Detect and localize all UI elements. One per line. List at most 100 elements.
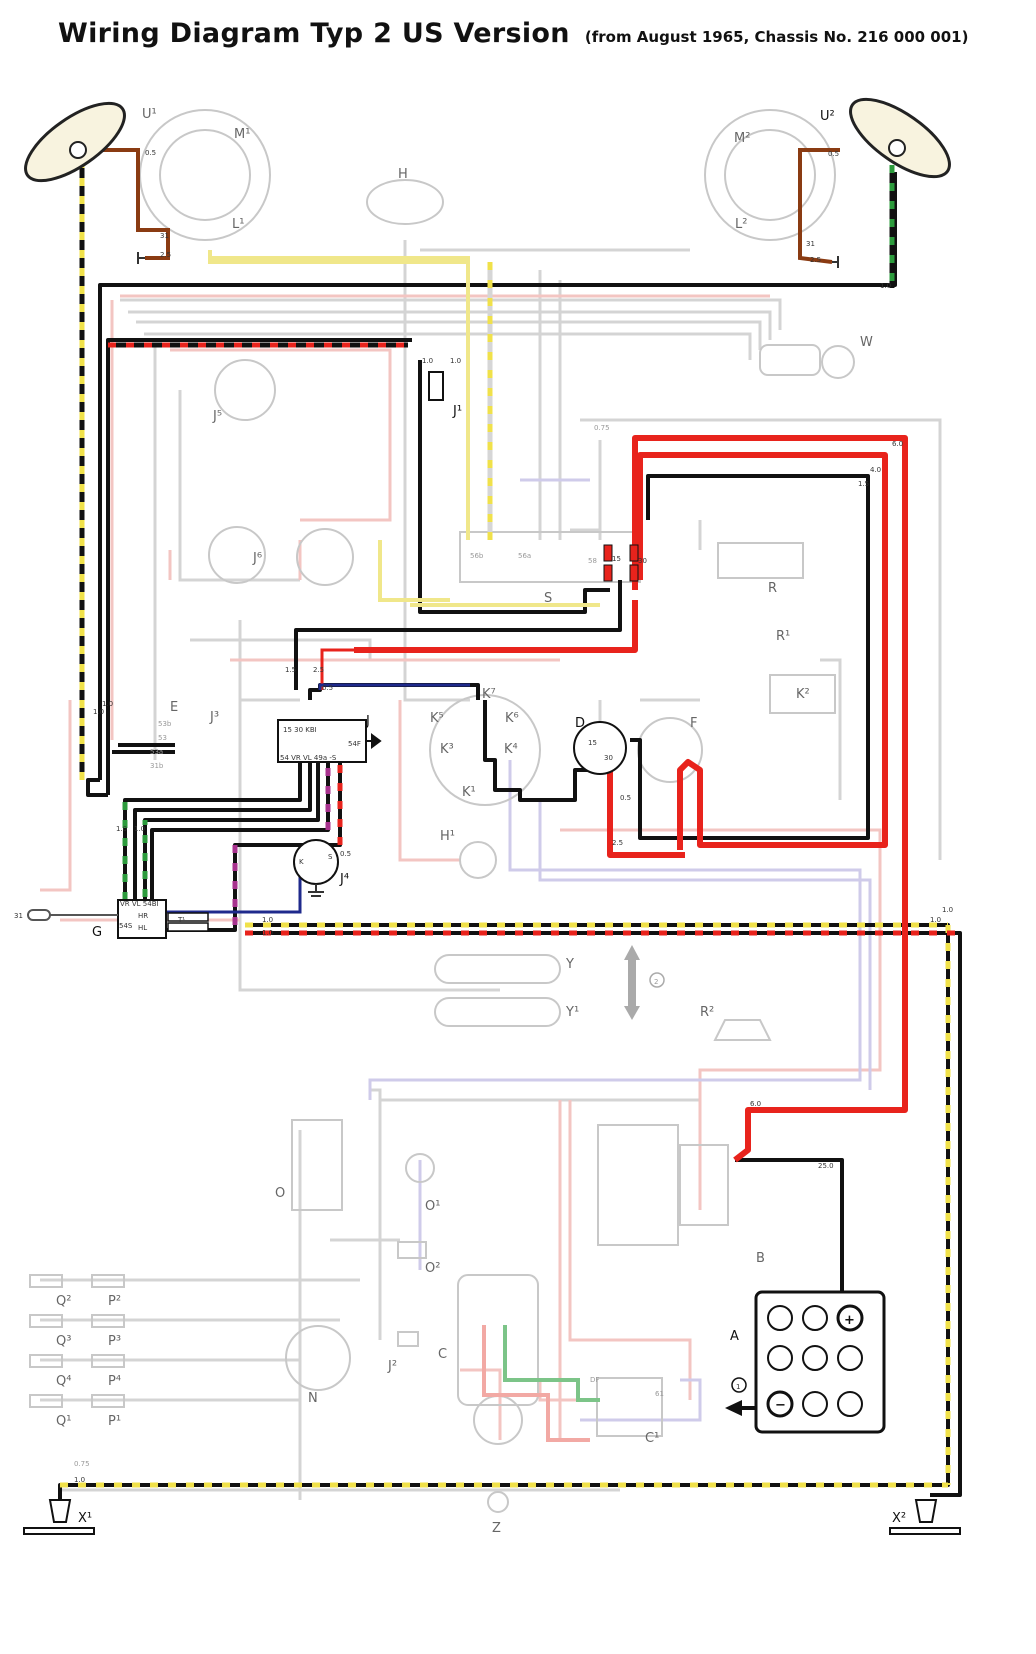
gauge-j1-a: 1.0 — [422, 357, 433, 365]
label-k4: K⁴ — [504, 742, 518, 757]
gauge-j-15: 1.5 — [285, 666, 296, 674]
gauge-g-10a: 1.0 — [116, 825, 127, 833]
label-k7: K⁷ — [482, 687, 496, 702]
gauge-left-10b: 1.0 — [93, 708, 104, 716]
gauge-x1-10: 1.0 — [74, 1476, 85, 1484]
gauge-red-40: 4.0 — [870, 466, 881, 474]
label-o2: O² — [425, 1261, 440, 1276]
oil-switch-j1 — [428, 371, 444, 401]
battery-a: + − — [754, 1290, 886, 1434]
j4-terminal-k: K — [299, 858, 304, 866]
label-p1: P¹ — [108, 1414, 121, 1429]
gauge-rear-10b: 1.0 — [930, 916, 941, 924]
label-r: R — [768, 581, 777, 596]
circle-mark-1: 1 — [736, 1383, 740, 1391]
label-p2: P² — [108, 1294, 121, 1309]
g-terminal-hr: HR — [138, 912, 148, 920]
label-n: N — [308, 1391, 318, 1406]
label-y: Y — [565, 957, 574, 972]
g-terminal-54s: 54S — [119, 922, 133, 930]
gauge-g-rear-10a: 1.0 — [262, 916, 273, 924]
c1-terminal-df: DF — [590, 1376, 599, 1384]
label-b: B — [756, 1251, 765, 1266]
label-r2: R² — [700, 1005, 714, 1020]
svg-text:+: + — [844, 1313, 855, 1328]
label-f: F — [690, 716, 697, 731]
switch-g — [27, 899, 209, 939]
gauge-j-25: 2.5 — [313, 666, 324, 674]
c1-terminal-61: 61 — [655, 1390, 664, 1398]
e-terminal-31b: 31b — [150, 762, 164, 770]
component-labels: U¹ U² M¹ M² L¹ L² H W J¹ J⁵ J⁶ S R R¹ K²… — [56, 107, 906, 1536]
label-d: D — [575, 716, 585, 731]
label-m2: M² — [734, 131, 750, 146]
rear-lamp-x2 — [889, 1499, 961, 1535]
blue-wires — [165, 683, 470, 914]
faded-components — [29, 109, 855, 1513]
label-x1: X¹ — [78, 1511, 92, 1526]
label-c1: C¹ — [645, 1431, 659, 1446]
diagram-title: Wiring Diagram Typ 2 US Version (from Au… — [58, 18, 968, 49]
faded-wiring — [40, 240, 942, 1500]
svg-text:−: − — [775, 1398, 786, 1413]
gauge-g-10b: 1.0 — [134, 825, 145, 833]
label-k6: K⁶ — [505, 711, 519, 726]
label-j2: J² — [387, 1359, 397, 1374]
label-k5: K⁵ — [430, 711, 444, 726]
gauge-b-60: 6.0 — [750, 1100, 761, 1108]
e-terminal-53: 53 — [158, 734, 167, 742]
label-r1: R¹ — [776, 629, 790, 644]
label-k1: K¹ — [462, 785, 476, 800]
ground-symbols — [137, 252, 839, 897]
j4-terminal-s: S — [328, 853, 333, 861]
wire-gauge-labels: 0.5 0.5 2.5 2.5 1.0 1.0 1.0 6.0 4.0 1.5 … — [74, 149, 953, 1484]
label-j1: J¹ — [452, 404, 462, 419]
gauge-left-10a: 1.0 — [102, 700, 113, 708]
d-terminal-15: 15 — [588, 739, 597, 747]
gauge-l1-25: 2.5 — [160, 251, 171, 259]
j-terminals-top: 15 30 KBI — [283, 726, 317, 734]
rear-lamp-x1 — [23, 1499, 95, 1535]
label-j3: J³ — [209, 710, 219, 725]
gauge-blue-05: 0.5 — [322, 684, 333, 692]
l1-terminal-31: 31 — [160, 232, 169, 240]
label-l2: L² — [735, 217, 747, 232]
label-h1: H¹ — [440, 829, 455, 844]
label-p3: P³ — [108, 1334, 121, 1349]
label-s: S — [544, 591, 552, 606]
label-k3: K³ — [440, 742, 454, 757]
gauge-j1-b: 1.0 — [450, 357, 461, 365]
headlight-left — [24, 101, 126, 183]
headlight-right — [849, 97, 951, 179]
j-terminals-bottom: 54 VR VL 49a -S — [280, 754, 337, 762]
g-terminals-top: VR VL 54BI — [120, 900, 159, 908]
e-terminal-53b: 53b — [158, 720, 172, 728]
l2-terminal-31: 31 — [806, 240, 815, 248]
label-j4: J⁴ — [339, 872, 349, 887]
label-y1: Y¹ — [565, 1005, 579, 1020]
gauge-black-15: 1.5 — [858, 480, 869, 488]
g-terminal-hl: HL — [138, 924, 147, 932]
label-k2: K² — [796, 687, 810, 702]
gauge-battery-250: 25.0 — [818, 1162, 834, 1170]
e-terminal-53a: 53a — [150, 748, 163, 756]
s-terminal-58: 58 — [588, 557, 597, 565]
label-u1: U¹ — [142, 107, 157, 122]
label-x2: X² — [892, 1511, 906, 1526]
label-o: O — [275, 1186, 285, 1201]
gauge-red-60: 6.0 — [892, 440, 903, 448]
label-t1: T¹ — [177, 916, 185, 924]
s-terminal-56b: 56b — [470, 552, 484, 560]
label-g: G — [92, 925, 102, 940]
ignition-d — [573, 721, 627, 775]
terminal-labels: 15 30 KBI 54F 54 VR VL 49a -S VR VL 54BI… — [14, 232, 815, 1398]
d-terminal-30: 30 — [604, 754, 613, 762]
red-wire-thin — [320, 648, 354, 690]
red-wires — [354, 435, 908, 1163]
label-c: C — [438, 1347, 447, 1362]
label-p4: P⁴ — [108, 1374, 121, 1389]
s-terminal-56a: 56a — [518, 552, 531, 560]
brown-wires — [92, 148, 840, 264]
fuse-box-s-active — [603, 544, 639, 582]
label-j6: J⁶ — [252, 551, 262, 566]
